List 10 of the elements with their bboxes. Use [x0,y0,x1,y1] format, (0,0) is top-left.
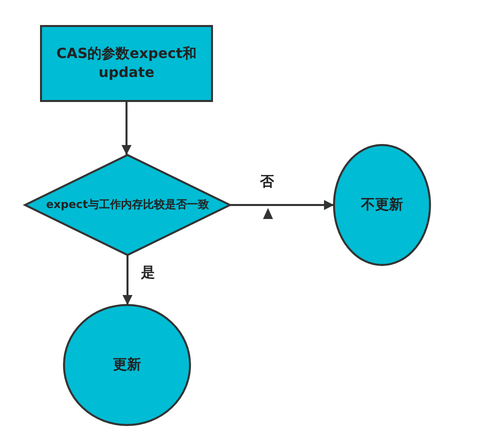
node-text: 更新 [113,356,141,374]
edge-label: 否 [259,175,275,190]
node-text: expect与工作内存比较是否一致 [46,198,209,212]
node-text: 不更新 [361,196,403,214]
node-text: CAS的参数expect和update [55,45,198,82]
edge-label: 是 [140,266,156,282]
arrow [122,102,132,155]
arrow [230,200,334,210]
process-box [40,25,213,102]
arrow [122,255,132,305]
